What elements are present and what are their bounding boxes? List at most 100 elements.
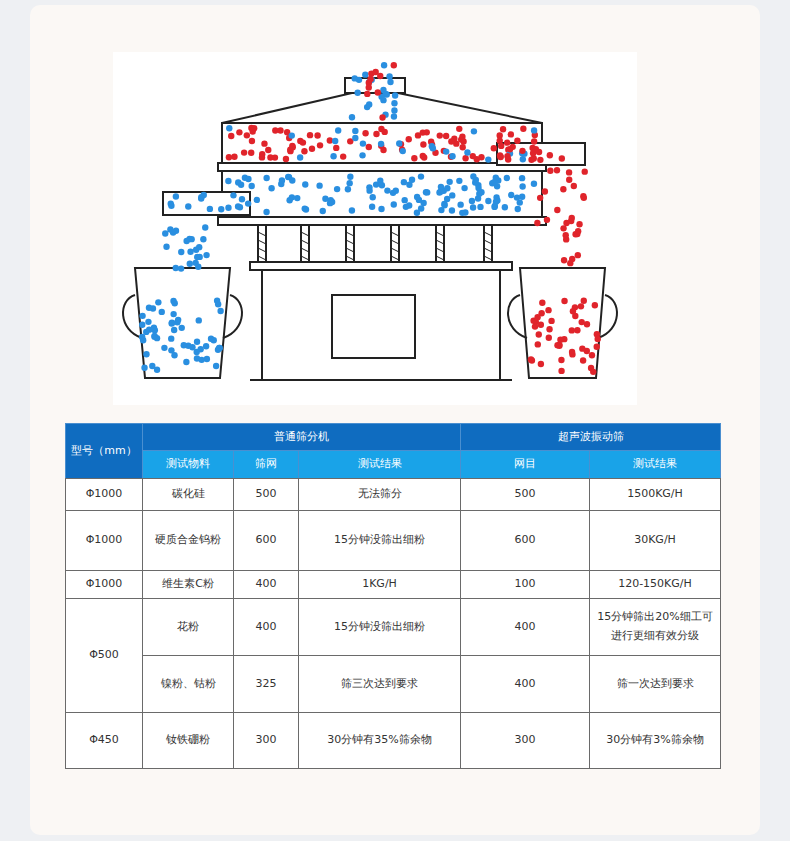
particle	[146, 305, 152, 311]
particle	[391, 100, 397, 106]
particle	[476, 191, 482, 197]
particle	[351, 75, 357, 81]
table-cell: Φ500	[65, 598, 143, 713]
cell-text: 碳化硅	[168, 485, 209, 504]
particle	[183, 359, 189, 365]
cell-text: 600	[511, 531, 540, 550]
spring-coil	[391, 232, 399, 236]
particle	[228, 133, 234, 139]
particle	[170, 311, 176, 317]
particle	[239, 196, 245, 202]
particle	[162, 230, 168, 236]
particle	[420, 141, 426, 147]
particle	[554, 207, 560, 213]
particle	[500, 126, 506, 132]
table-cell: 500	[460, 478, 590, 511]
particle	[366, 84, 372, 90]
table-cell: 600	[233, 510, 299, 571]
spring	[391, 225, 399, 262]
spring-coil	[301, 240, 309, 244]
table-cell: Φ450	[65, 712, 143, 769]
particle	[449, 207, 455, 213]
particle	[183, 238, 189, 244]
particle	[352, 128, 358, 134]
particle	[215, 301, 221, 307]
particle	[335, 127, 341, 133]
table-cell: 镍粉、钴粉	[142, 655, 234, 713]
particle	[377, 73, 383, 79]
particle	[194, 338, 200, 344]
particle	[196, 317, 202, 323]
particle	[149, 363, 155, 369]
particle	[423, 189, 429, 195]
spring-coil	[346, 232, 354, 236]
particle	[251, 125, 257, 131]
particle	[528, 356, 534, 362]
particle	[322, 196, 328, 202]
particle	[401, 179, 407, 185]
particle	[461, 185, 467, 191]
particle	[514, 137, 520, 143]
particle	[409, 177, 415, 183]
particle	[514, 194, 520, 200]
particle	[589, 352, 595, 358]
spring-coil	[436, 240, 444, 244]
particle	[449, 153, 455, 159]
particle	[571, 183, 577, 189]
cell-text: 600	[252, 531, 281, 550]
particle	[578, 303, 584, 309]
particle	[595, 336, 601, 342]
particle	[580, 357, 586, 363]
particle	[297, 154, 303, 160]
cell-text: 100	[511, 575, 540, 594]
table-cell: 筛网	[233, 450, 299, 479]
cell-text: 300	[252, 731, 281, 750]
cell-text: 测试物料	[162, 455, 214, 474]
particle	[561, 257, 567, 263]
table-cell: 15分钟没筛出细粉	[298, 598, 461, 656]
cell-text: 测试结果	[629, 455, 681, 474]
particle	[387, 79, 393, 85]
particle	[168, 335, 174, 341]
particle	[485, 198, 491, 204]
particle	[384, 187, 390, 193]
table-cell: 600	[460, 510, 590, 571]
particle	[151, 326, 157, 332]
particle	[289, 177, 295, 183]
cell-text: 325	[252, 675, 281, 694]
particle	[391, 201, 397, 207]
particle	[418, 173, 424, 179]
particle	[508, 131, 514, 137]
table-cell: 无法筛分	[298, 478, 461, 511]
particle	[364, 91, 370, 97]
particle	[548, 318, 554, 324]
table-cell: 筛三次达到要求	[298, 655, 461, 713]
particle	[532, 323, 538, 329]
table-cell: 型号（mm）	[65, 423, 143, 479]
particle	[502, 204, 508, 210]
particle	[590, 369, 596, 375]
particle	[193, 349, 199, 355]
particle	[265, 147, 271, 153]
table-cell: 维生素C粉	[142, 570, 234, 599]
spring-coil	[484, 232, 492, 236]
table-cell: 15分钟没筛出细粉	[298, 510, 461, 571]
particle	[328, 197, 334, 203]
cell-text: 15分钟没筛出细粉	[330, 531, 429, 550]
particle	[139, 322, 145, 328]
particle	[584, 321, 590, 327]
spring-coil	[436, 248, 444, 252]
particle	[535, 341, 541, 347]
particle	[542, 188, 548, 194]
particle	[444, 185, 450, 191]
table-cell: 400	[460, 655, 590, 713]
particle	[572, 304, 578, 310]
particle	[169, 320, 175, 326]
particle	[414, 194, 420, 200]
cell-text: 120-150KG/H	[614, 575, 696, 594]
particle	[172, 300, 178, 306]
particle	[520, 126, 526, 132]
particle	[396, 140, 402, 146]
particle	[576, 221, 582, 227]
particle	[424, 129, 430, 135]
